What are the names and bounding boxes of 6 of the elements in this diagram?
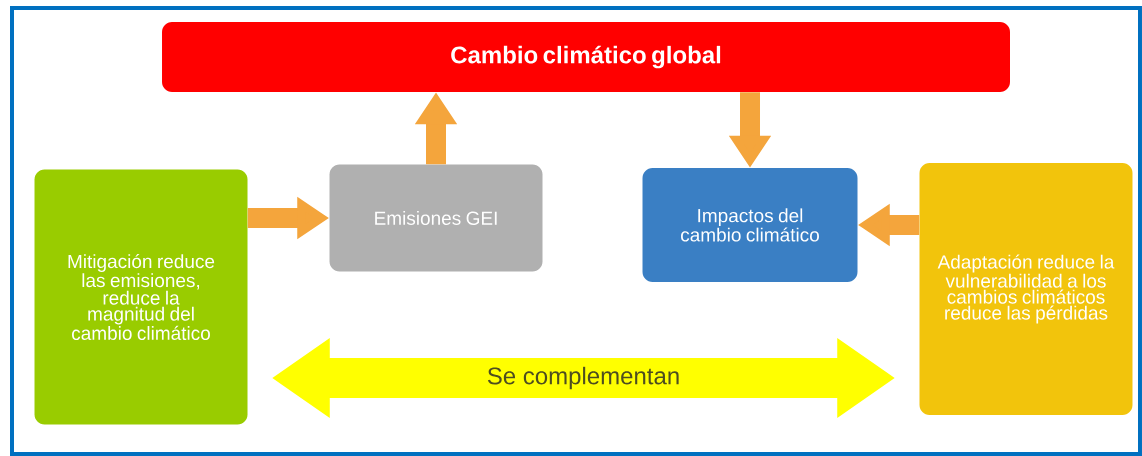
process-box: Adaptación reduce la vulnerabilidad a los cambios climáticos reduce las pérdidas — [919, 163, 1133, 415]
process-box: Impactos del cambio climático — [642, 168, 858, 282]
process-box: Mitigación reduce las emisiones, reduce la magnitud del cambio climático — [34, 169, 248, 425]
edge-label: Se complementan — [485, 365, 682, 391]
title-bar: Cambio climático global — [162, 22, 1010, 92]
process-box: Emisiones GEI — [329, 164, 543, 272]
